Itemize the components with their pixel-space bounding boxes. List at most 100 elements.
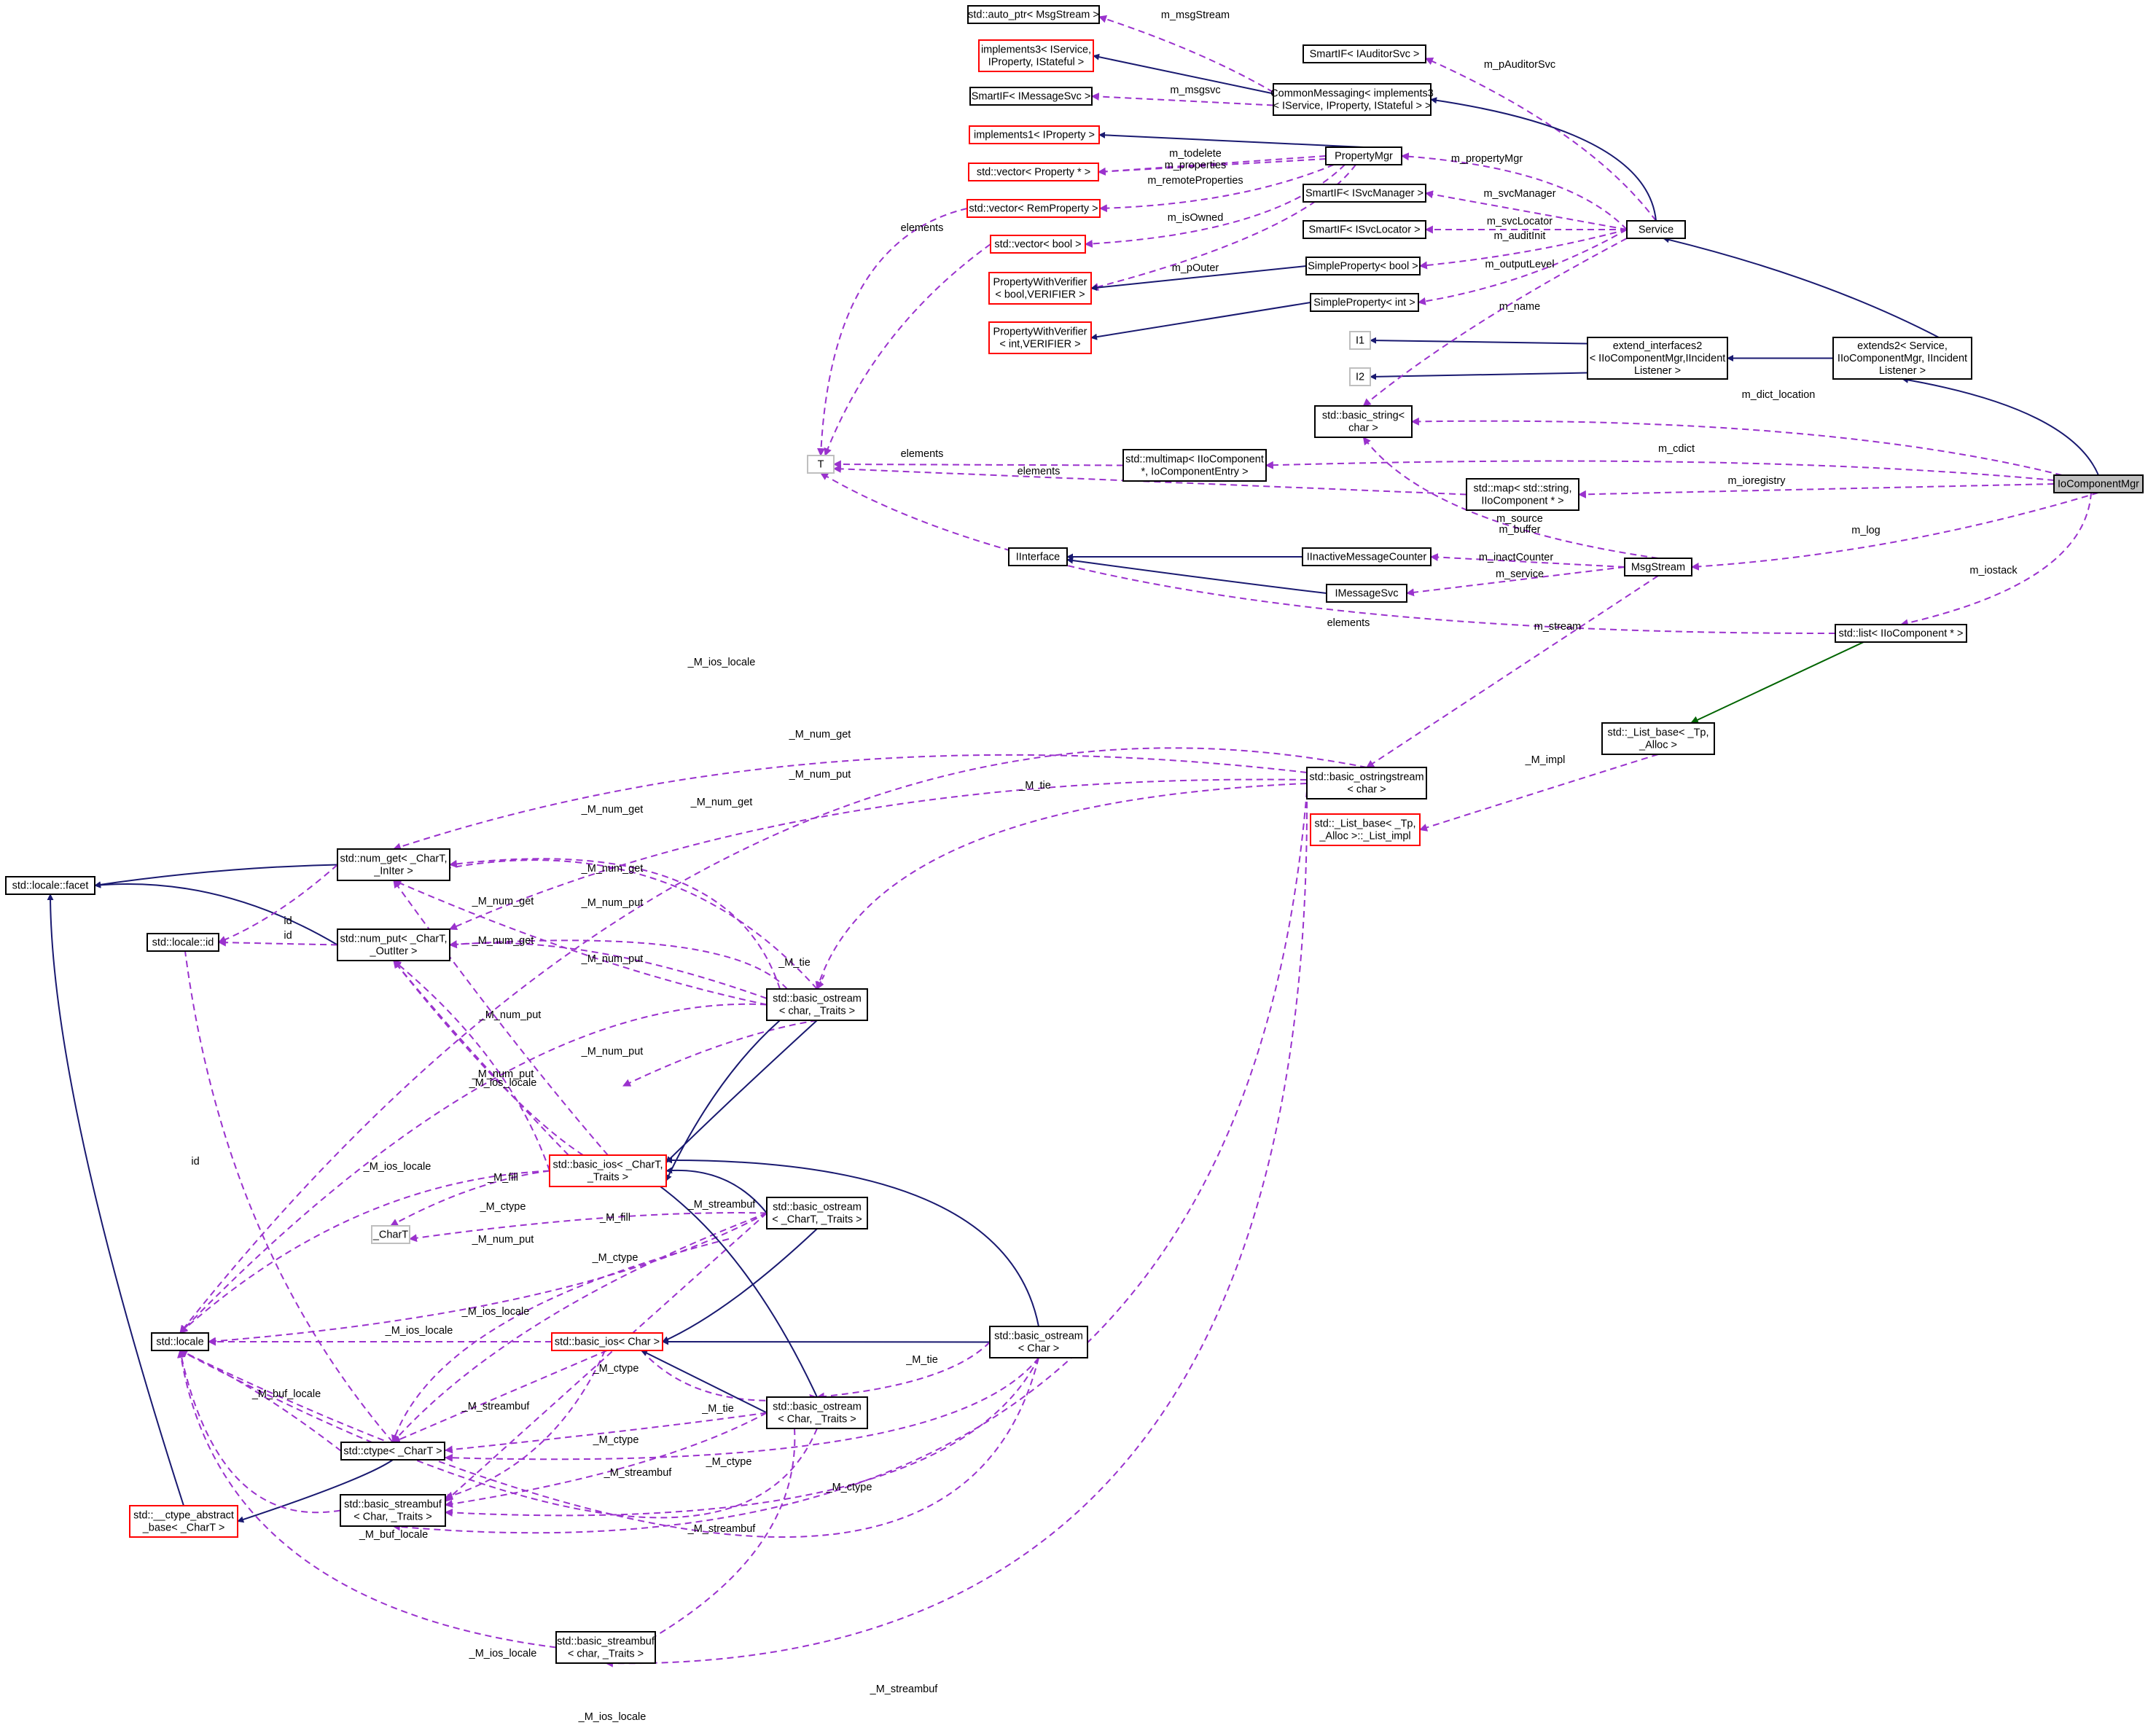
class-node-simple-bool[interactable]: SimpleProperty< bool > bbox=[1305, 257, 1421, 275]
usage-edge bbox=[444, 1357, 1039, 1517]
class-node-ostream-char2-traits[interactable]: std::basic_ostream< Char, _Traits > bbox=[766, 1396, 868, 1429]
usage-edge bbox=[179, 1350, 342, 1452]
node-label: std::multimap< IIoComponent bbox=[1125, 454, 1264, 466]
edge-label: _M_streambuf bbox=[604, 1467, 673, 1479]
node-label: std::basic_ostream bbox=[773, 993, 862, 1005]
class-node-extend-if2[interactable]: extend_interfaces2< IIoComponentMgr,IInc… bbox=[1587, 337, 1728, 380]
class-node-i1[interactable]: I1 bbox=[1349, 331, 1371, 350]
inheritance-edge bbox=[1902, 376, 2099, 476]
class-node-num-put[interactable]: std::num_put< _CharT,_OutIter > bbox=[337, 928, 450, 961]
class-node-smartif-msgsvc[interactable]: SmartIF< IMessageSvc > bbox=[969, 87, 1093, 106]
class-node-basic-ios-char[interactable]: std::basic_ios< Char > bbox=[551, 1332, 663, 1351]
class-node-iinterface[interactable]: IInterface bbox=[1008, 547, 1068, 566]
class-node-list[interactable]: std::list< IIoComponent * > bbox=[1835, 624, 1967, 643]
node-box bbox=[1624, 558, 1692, 576]
class-node-ostringstream[interactable]: std::basic_ostringstream< char > bbox=[1306, 767, 1427, 799]
edge-label: m_ioregistry bbox=[1728, 475, 1786, 487]
class-node-multimap[interactable]: std::multimap< IIoComponent*, IoComponen… bbox=[1122, 449, 1267, 482]
class-node-smartif-svcmgr[interactable]: SmartIF< ISvcManager > bbox=[1303, 184, 1426, 203]
class-node-imessagesvc[interactable]: IMessageSvc bbox=[1326, 584, 1407, 603]
usage-edge bbox=[392, 754, 1308, 851]
class-node-locale[interactable]: std::locale bbox=[151, 1332, 209, 1351]
class-node-T[interactable]: T bbox=[807, 455, 835, 474]
node-label: < char > bbox=[1347, 784, 1386, 796]
usage-edge bbox=[1424, 190, 1628, 230]
class-node-msgstream[interactable]: MsgStream bbox=[1624, 558, 1692, 576]
class-node-smartif-audit[interactable]: SmartIF< IAuditorSvc > bbox=[1303, 44, 1426, 63]
class-node-pwv-int[interactable]: PropertyWithVerifier< int,VERIFIER > bbox=[988, 321, 1092, 354]
usage-edge bbox=[1084, 164, 1346, 248]
usage-edge bbox=[1362, 437, 1659, 559]
class-node-iocomponentmgr[interactable]: IoComponentMgr bbox=[2053, 474, 2144, 493]
class-node-ostream-char-traits[interactable]: std::basic_ostream< char, _Traits > bbox=[766, 988, 868, 1021]
node-label: IInactiveMessageCounter bbox=[1307, 552, 1427, 563]
class-node-implements3[interactable]: implements3< IService,IProperty, IStatef… bbox=[978, 39, 1094, 72]
usage-edge bbox=[1265, 460, 2055, 481]
class-node-iinactive[interactable]: IInactiveMessageCounter bbox=[1302, 547, 1432, 566]
usage-edge bbox=[393, 960, 550, 1171]
usage-edge bbox=[391, 1238, 730, 1444]
node-box bbox=[969, 87, 1093, 106]
node-box bbox=[967, 5, 1100, 24]
class-node-ostream-char[interactable]: std::basic_ostream< Char > bbox=[989, 1326, 1088, 1358]
class-node-i2[interactable]: I2 bbox=[1349, 367, 1371, 386]
usage-edge bbox=[1097, 158, 1327, 176]
node-label: PropertyMgr bbox=[1335, 151, 1393, 163]
node-box bbox=[968, 163, 1099, 181]
class-node-chart[interactable]: _CharT bbox=[371, 1225, 410, 1244]
node-label: < _CharT, _Traits > bbox=[772, 1214, 862, 1226]
class-node-facet[interactable]: std::locale::facet bbox=[5, 876, 95, 895]
node-box bbox=[1349, 367, 1371, 386]
class-node-vec-property[interactable]: std::vector< Property * > bbox=[968, 163, 1099, 181]
class-node-locale-id[interactable]: std::locale::id bbox=[147, 933, 219, 952]
class-node-basic-ios-chart[interactable]: std::basic_ios< _CharT,_Traits > bbox=[549, 1154, 667, 1187]
usage-edge bbox=[408, 1212, 768, 1243]
edge-label: m_pAuditorSvc bbox=[1484, 59, 1555, 71]
class-node-list-base[interactable]: std::_List_base< _Tp,_Alloc > bbox=[1601, 722, 1715, 755]
class-node-pwv-bool[interactable]: PropertyWithVerifier< bool,VERIFIER > bbox=[988, 272, 1092, 305]
class-node-ctype-abstract[interactable]: std::__ctype_abstract_base< _CharT > bbox=[129, 1505, 238, 1538]
class-node-implements1[interactable]: implements1< IProperty > bbox=[969, 125, 1100, 144]
class-node-ostream-chart-traits[interactable]: std::basic_ostream< _CharT, _Traits > bbox=[766, 1197, 868, 1229]
usage-edge bbox=[1410, 417, 2063, 476]
class-node-streambuf-char2[interactable]: std::basic_streambuf< char, _Traits > bbox=[555, 1631, 656, 1664]
class-node-list-impl[interactable]: std::_List_base< _Tp,_Alloc >::_List_imp… bbox=[1310, 813, 1421, 846]
edge-label: _M_tie bbox=[701, 1403, 734, 1415]
class-node-propertymgr[interactable]: PropertyMgr bbox=[1325, 146, 1402, 165]
class-node-vec-remprop[interactable]: std::vector< RemProperty > bbox=[966, 199, 1101, 218]
edge-label: m_propertyMgr bbox=[1451, 153, 1523, 165]
node-label: _Traits > bbox=[587, 1172, 628, 1184]
class-node-ctype[interactable]: std::ctype< _CharT > bbox=[340, 1442, 445, 1461]
class-node-service[interactable]: Service bbox=[1626, 220, 1686, 239]
node-label: SimpleProperty< bool > bbox=[1308, 261, 1418, 273]
node-label: < Char, _Traits > bbox=[354, 1512, 431, 1523]
usage-edge bbox=[445, 1212, 768, 1502]
class-node-basic-string[interactable]: std::basic_string<char > bbox=[1314, 405, 1413, 438]
class-node-auto-ptr[interactable]: std::auto_ptr< MsgStream > bbox=[967, 5, 1100, 24]
node-box bbox=[1626, 220, 1686, 239]
node-label: implements3< IService, bbox=[981, 44, 1091, 56]
edge-label: m_svcLocator bbox=[1487, 216, 1553, 227]
node-label: SmartIF< IMessageSvc > bbox=[972, 91, 1091, 103]
edge-label: elements bbox=[901, 222, 944, 234]
node-box bbox=[551, 1332, 663, 1351]
edge-label: _M_ctype bbox=[593, 1434, 639, 1446]
class-node-smartif-svcloc[interactable]: SmartIF< ISvcLocator > bbox=[1303, 220, 1426, 239]
node-box bbox=[1832, 337, 1972, 380]
edge-label: m_todelete bbox=[1169, 148, 1222, 160]
node-label: SimpleProperty< int > bbox=[1313, 297, 1415, 309]
edge-label: m_buffer bbox=[1499, 524, 1541, 536]
class-node-vec-bool[interactable]: std::vector< bool > bbox=[990, 235, 1086, 254]
edge-label: elements bbox=[1018, 466, 1061, 477]
class-node-streambuf-char-traits[interactable]: std::basic_streambuf< Char, _Traits > bbox=[340, 1494, 446, 1527]
inheritance-edge bbox=[1430, 97, 1657, 222]
class-node-extends2[interactable]: extends2< Service,IIoComponentMgr, IInci… bbox=[1832, 337, 1972, 380]
node-box bbox=[1349, 331, 1371, 350]
class-node-simple-int[interactable]: SimpleProperty< int > bbox=[1310, 293, 1419, 312]
class-node-num-get[interactable]: std::num_get< _CharT,_InIter > bbox=[337, 848, 450, 881]
class-node-commonmsg[interactable]: CommonMessaging< implements3< IService, … bbox=[1270, 83, 1434, 116]
edge-label: _M_fill bbox=[599, 1212, 630, 1224]
class-node-map[interactable]: std::map< std::string,IIoComponent * > bbox=[1466, 478, 1579, 511]
node-box bbox=[766, 1396, 868, 1429]
node-label: _Alloc > bbox=[1639, 740, 1677, 751]
